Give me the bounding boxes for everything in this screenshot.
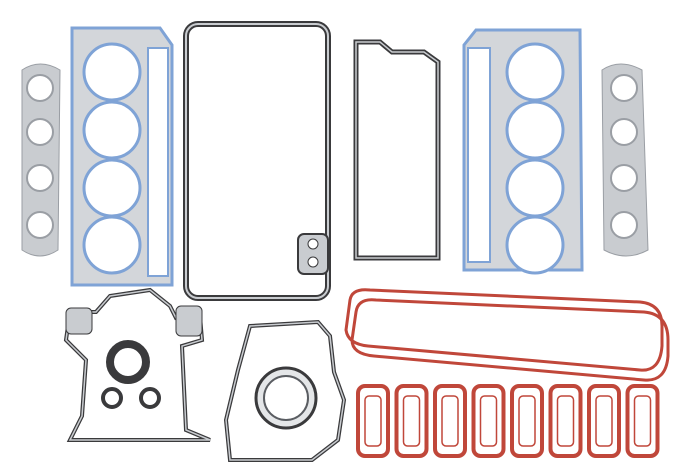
intake-gasket-inner <box>402 395 421 447</box>
cylinder-bore <box>82 42 142 102</box>
intake-gasket <box>471 384 506 458</box>
head-gasket-left <box>70 26 174 287</box>
intake-gasket <box>548 384 583 458</box>
oil-pan-gasket <box>183 21 331 301</box>
front-crank-seal <box>106 340 150 384</box>
exhaust-port-hole <box>26 118 54 146</box>
intake-gasket-inner <box>479 395 498 447</box>
small-seal-left <box>101 387 123 409</box>
exhaust-port-hole <box>610 211 638 239</box>
intake-gasket-inner <box>595 395 613 447</box>
exhaust-gasket-right <box>601 63 649 257</box>
small-seal-right <box>139 387 161 409</box>
exhaust-port-hole <box>26 211 54 239</box>
exhaust-port-hole <box>610 164 638 192</box>
cylinder-bore <box>82 215 142 275</box>
valley-cover-gasket <box>353 39 441 261</box>
intake-gasket <box>356 384 390 458</box>
intake-gasket <box>510 384 544 458</box>
exhaust-port-hole <box>610 118 638 146</box>
rear-cover-gasket <box>223 319 347 462</box>
timing-cover-gasket <box>63 287 211 442</box>
valve-cover-gasket-1 <box>344 288 664 372</box>
intake-gasket-inner <box>556 395 575 447</box>
intake-gasket-inner <box>518 395 536 447</box>
exhaust-port-hole <box>26 74 54 102</box>
intake-gasket-inner <box>364 395 382 447</box>
cylinder-bore <box>505 42 565 102</box>
exhaust-port-hole <box>610 74 638 102</box>
cylinder-bore <box>505 215 565 275</box>
valve-cover-gasket-2 <box>350 298 670 382</box>
exhaust-gasket-left <box>21 63 61 257</box>
cylinder-bore <box>505 100 565 160</box>
intake-gasket-inner <box>633 395 652 447</box>
intake-gasket <box>587 384 621 458</box>
cylinder-bore <box>505 158 565 218</box>
intake-gasket-inner <box>441 395 459 447</box>
exhaust-port-hole <box>26 164 54 192</box>
cylinder-bore <box>82 158 142 218</box>
intake-gasket-group <box>356 384 660 458</box>
intake-gasket <box>625 384 660 458</box>
intake-gasket <box>433 384 467 458</box>
cylinder-bore <box>82 100 142 160</box>
intake-gasket <box>394 384 429 458</box>
head-gasket-right <box>462 28 584 275</box>
